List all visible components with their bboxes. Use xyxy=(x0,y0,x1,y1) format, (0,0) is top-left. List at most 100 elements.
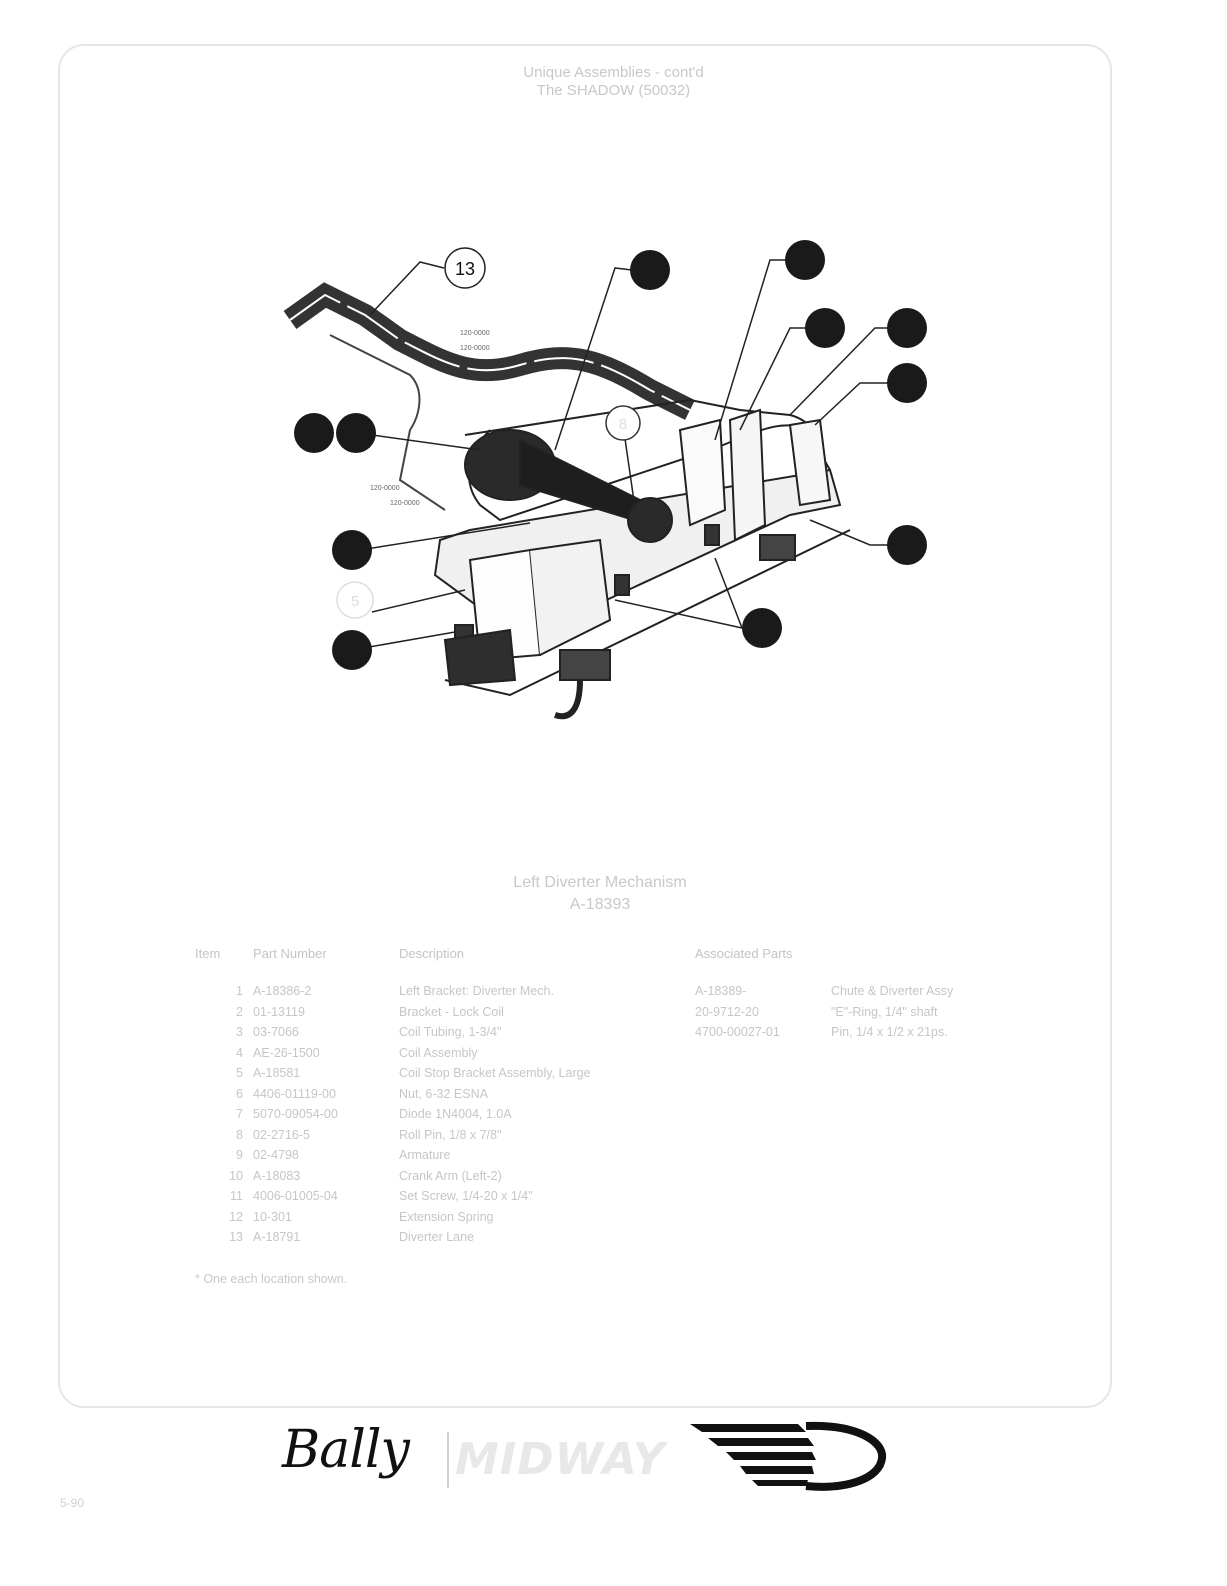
item-number: 10 xyxy=(229,1168,243,1183)
assembly-caption: Left Diverter Mechanism A-18393 xyxy=(0,872,1200,916)
part-number: A-18083 xyxy=(253,1168,301,1183)
part-description: Coil Stop Bracket Assembly, Large xyxy=(399,1066,591,1080)
part-description: Nut, 6-32 ESNA xyxy=(399,1086,488,1101)
part-description: Extension Spring xyxy=(399,1209,494,1224)
assembly-number: A-18393 xyxy=(569,896,631,913)
associated-part-description: "E"-Ring, 1/4" shaft xyxy=(831,1004,938,1019)
associated-part-description: Chute & Diverter Assy xyxy=(831,984,954,998)
associated-part-number xyxy=(695,1084,831,1105)
part-description: Set Screw, 1/4-20 x 1/4" xyxy=(399,1189,533,1203)
associated-part-description xyxy=(831,1186,953,1207)
part-description: Coil Assembly xyxy=(399,1045,478,1060)
associated-part-description xyxy=(831,1227,953,1248)
page-frame xyxy=(58,44,1112,1408)
item-number: 7 xyxy=(236,1107,243,1121)
associated-part-description xyxy=(831,1104,953,1125)
table-row: 13 A-18791 Diverter Lane xyxy=(195,1227,953,1248)
part-number: 4406-01119-00 xyxy=(253,1086,336,1101)
header-line1: Unique Assemblies - cont'd xyxy=(523,64,704,81)
diagram-label: 120-0000 xyxy=(460,330,490,337)
table-row: 2 01-13119 Bracket - Lock Coil 20-9712-20 "E… xyxy=(195,1002,953,1023)
associated-part-number xyxy=(695,1145,831,1166)
associated-part-description xyxy=(831,1166,953,1187)
col-item: Item xyxy=(195,946,221,961)
part-number: A-18791 xyxy=(253,1230,301,1244)
associated-part-number xyxy=(695,1063,831,1084)
associated-part-number: 4700-00027-01 xyxy=(695,1025,780,1039)
page-header: Unique Assemblies - cont'd The SHADOW (5… xyxy=(0,64,1227,100)
part-number: AE-26-1500 xyxy=(253,1045,320,1060)
item-number: 4 xyxy=(236,1045,243,1060)
part-number: 02-2716-5 xyxy=(253,1127,310,1142)
associated-part-description xyxy=(831,1145,953,1166)
table-row: 6 4406-01119-00 Nut, 6-32 ESNA xyxy=(195,1084,953,1105)
associated-part-description xyxy=(831,1043,953,1064)
table-row: 3 03-7066 Coil Tubing, 1-3/4" 4700-00027-01… xyxy=(195,1022,953,1043)
part-number: 10-301 xyxy=(253,1209,292,1224)
item-number: 13 xyxy=(229,1230,243,1244)
parts-table: Item Part Number Description Associated … xyxy=(195,946,953,1248)
associated-part-description xyxy=(831,1063,953,1084)
part-number: 4006-01005-04 xyxy=(253,1189,338,1203)
item-number: 12 xyxy=(229,1209,243,1224)
table-row: 10 A-18083 Crank Arm (Left-2) xyxy=(195,1166,953,1187)
table-row: 12 10-301 Extension Spring xyxy=(195,1207,953,1228)
part-description: Diverter Lane xyxy=(399,1230,475,1244)
associated-part-number xyxy=(695,1166,831,1187)
part-number: 01-13119 xyxy=(253,1004,305,1019)
bally-logo: Bally xyxy=(282,1420,410,1480)
col-associated-parts: Associated Parts xyxy=(695,946,793,961)
item-number: 5 xyxy=(236,1066,243,1080)
associated-part-description: Pin, 1/4 x 1/2 x 21ps. xyxy=(831,1025,948,1039)
item-number: 11 xyxy=(230,1189,243,1203)
associated-part-number xyxy=(695,1104,831,1125)
parts-table-header: Item Part Number Description Associated … xyxy=(195,946,953,981)
part-description: Bracket - Lock Coil xyxy=(399,1004,504,1019)
callout-8: 8 xyxy=(619,416,627,433)
part-description: Left Bracket: Diverter Mech. xyxy=(399,984,554,998)
part-description: Armature xyxy=(399,1148,451,1162)
associated-part-number xyxy=(695,1125,831,1146)
associated-part-description xyxy=(831,1125,953,1146)
part-number: 03-7066 xyxy=(253,1025,299,1039)
part-description: Crank Arm (Left-2) xyxy=(399,1168,502,1183)
col-part-number: Part Number xyxy=(253,946,327,961)
table-row: 4 AE-26-1500 Coil Assembly xyxy=(195,1043,953,1064)
callout-13: 13 xyxy=(455,259,475,279)
part-description: Diode 1N4004, 1.0A xyxy=(399,1107,512,1121)
header-line2: The SHADOW (50032) xyxy=(536,82,691,99)
table-row: 11 4006-01005-04 Set Screw, 1/4-20 x 1/4" xyxy=(195,1186,953,1207)
assembly-name: Left Diverter Mechanism xyxy=(513,874,687,891)
table-row: 5 A-18581 Coil Stop Bracket Assembly, Larg… xyxy=(195,1063,953,1084)
item-number: 9 xyxy=(236,1148,243,1162)
part-description: Coil Tubing, 1-3/4" xyxy=(399,1025,502,1039)
page-number: 5-90 xyxy=(60,1496,85,1510)
table-row: 9 02-4798 Armature xyxy=(195,1145,953,1166)
item-number: 6 xyxy=(236,1086,243,1101)
part-description: Roll Pin, 1/8 x 7/8" xyxy=(399,1127,502,1142)
diagram-label: 120-0000 xyxy=(390,500,420,507)
col-description: Description xyxy=(399,946,465,961)
table-row: 7 5070-09054-00 Diode 1N4004, 1.0A xyxy=(195,1104,953,1125)
part-number: 02-4798 xyxy=(253,1148,299,1162)
diagram-label: 120-0000 xyxy=(460,345,490,352)
associated-part-number: 20-9712-20 xyxy=(695,1004,759,1019)
diagram-label: 120-0000 xyxy=(370,485,400,492)
callout-5: 5 xyxy=(351,593,359,610)
midway-logo: MIDWAY xyxy=(455,1434,666,1485)
associated-part-number xyxy=(695,1227,831,1248)
winged-logo-icon xyxy=(690,1421,887,1491)
associated-part-number xyxy=(695,1043,831,1064)
item-number: 2 xyxy=(236,1004,243,1019)
associated-part-number xyxy=(695,1186,831,1207)
item-number: 8 xyxy=(236,1127,243,1142)
part-number: 5070-09054-00 xyxy=(253,1107,338,1121)
item-number: 3 xyxy=(236,1025,243,1039)
associated-part-number xyxy=(695,1207,831,1228)
part-number: A-18581 xyxy=(253,1066,301,1080)
item-number: 1 xyxy=(236,984,243,998)
table-row: 8 02-2716-5 Roll Pin, 1/8 x 7/8" xyxy=(195,1125,953,1146)
associated-part-description xyxy=(831,1207,953,1228)
